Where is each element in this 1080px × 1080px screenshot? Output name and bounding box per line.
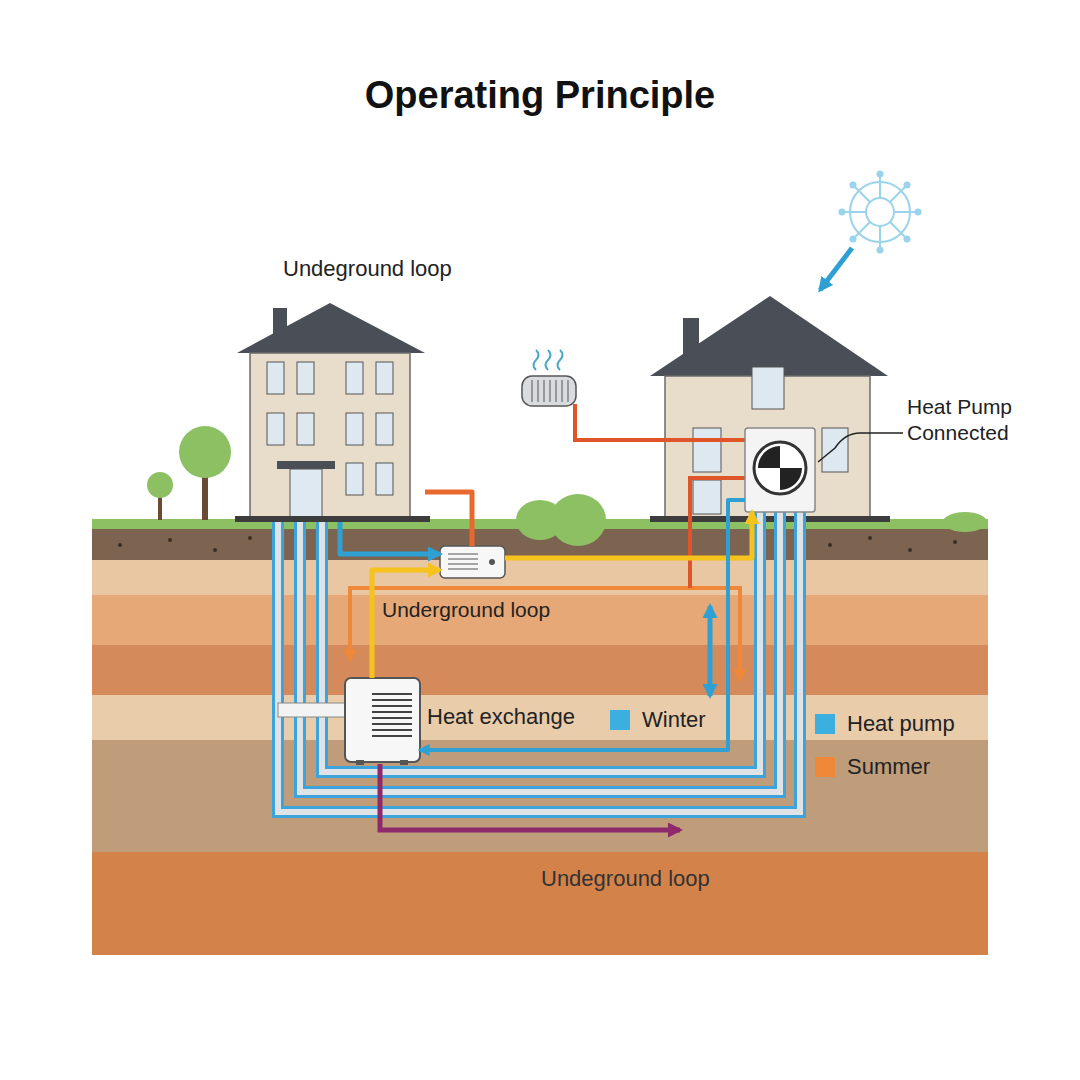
leader-line [818,433,903,462]
node-label: Undeground loop [283,256,452,282]
exchanger-node: Heat exchange [345,678,420,762]
exchanger-foot [400,760,408,765]
soil-dot [168,538,172,542]
climate-icon [866,198,894,226]
climate-icon-spokes [842,174,918,250]
soil-dot [828,543,832,547]
climate-icon-dot [850,182,857,189]
legend-entry: Heat pump [815,711,955,737]
climate-icon-dot [877,171,884,178]
climate-icon-dot [915,209,922,216]
soil-layer [92,852,988,955]
climate-icon-dot [850,236,857,243]
ground-pipe [278,512,800,812]
tree-crown [179,426,231,478]
junction-device [440,546,505,578]
energy-arrow [820,248,852,290]
window [693,428,721,472]
soil-layer [92,695,988,740]
window [752,367,784,409]
house-base [650,516,890,522]
legend-label: Heat pump [847,711,955,737]
node-label: Heat Pump Connected [907,394,1032,446]
window [346,413,363,445]
soil-dot [908,548,912,552]
soil-dot [868,536,872,540]
window [297,362,314,394]
loop-label: Undeground loop [541,866,710,892]
device-light [489,559,495,565]
device-node: Underground loop [440,546,505,578]
door-awning [277,461,335,469]
legend-entry: Summer [815,754,930,780]
flow-connector [425,492,472,546]
door [290,469,322,520]
window [267,362,284,394]
ground-pipe-core [300,512,780,792]
legend-swatch [815,714,835,734]
window [346,463,363,495]
flow-connector [372,570,440,678]
flow-connector [420,500,745,750]
tree-crown [147,472,173,498]
window [822,428,848,472]
fan [754,442,806,494]
radiator-fins [532,380,568,402]
exchanger-foot [356,760,364,765]
soil-layer [92,645,988,695]
soil-dot [953,540,957,544]
return-pipe [690,478,745,588]
legend-label: Summer [847,754,930,780]
window [693,480,721,514]
window [376,413,393,445]
ground-pipe [300,512,780,792]
building-wall [250,353,410,520]
node-label: Heat exchange [427,704,575,730]
soil-layer [92,595,988,645]
fan-blade [758,446,780,468]
radiator [522,376,576,406]
soil-dot [213,548,217,552]
diagram-title: Operating Principle [0,74,1080,117]
window [297,413,314,445]
climate-icon-dot [877,247,884,254]
flow-connector [505,512,752,558]
window [376,362,393,394]
window [376,463,393,495]
climate-icon-dot [904,236,911,243]
heat-pump-unit [745,428,815,512]
roof [237,303,425,353]
legend-swatch [610,710,630,730]
hot-water-pipe [575,404,745,440]
exchanger-bar [278,703,348,717]
exchanger-grill [372,694,412,736]
legend-entry: Winter [610,707,706,733]
window [267,413,284,445]
soil-dot [248,536,252,540]
climate-icon-dot [904,182,911,189]
node-label: Underground loop [382,597,550,623]
roof [650,296,888,376]
ground-pipe-core [322,512,760,772]
ground-pipe-core [278,512,800,812]
ground-pipe [322,512,760,772]
fan-blade [780,468,802,490]
soil-dot [118,543,122,547]
building-base [235,516,430,522]
heat-waves [534,350,563,370]
heat-exchanger [345,678,420,762]
legend-label: Winter [642,707,706,733]
outflow-arrow [380,764,680,830]
building-node: Undeground loop [237,300,425,522]
heat-pump-node: Heat Pump Connected [745,428,815,512]
climate-icon-dot [839,209,846,216]
legend-swatch [815,757,835,777]
exchange-arrow [708,606,713,696]
window [346,362,363,394]
summer-loop [350,588,740,680]
flow-connector [340,522,440,554]
device-grill [448,554,478,569]
